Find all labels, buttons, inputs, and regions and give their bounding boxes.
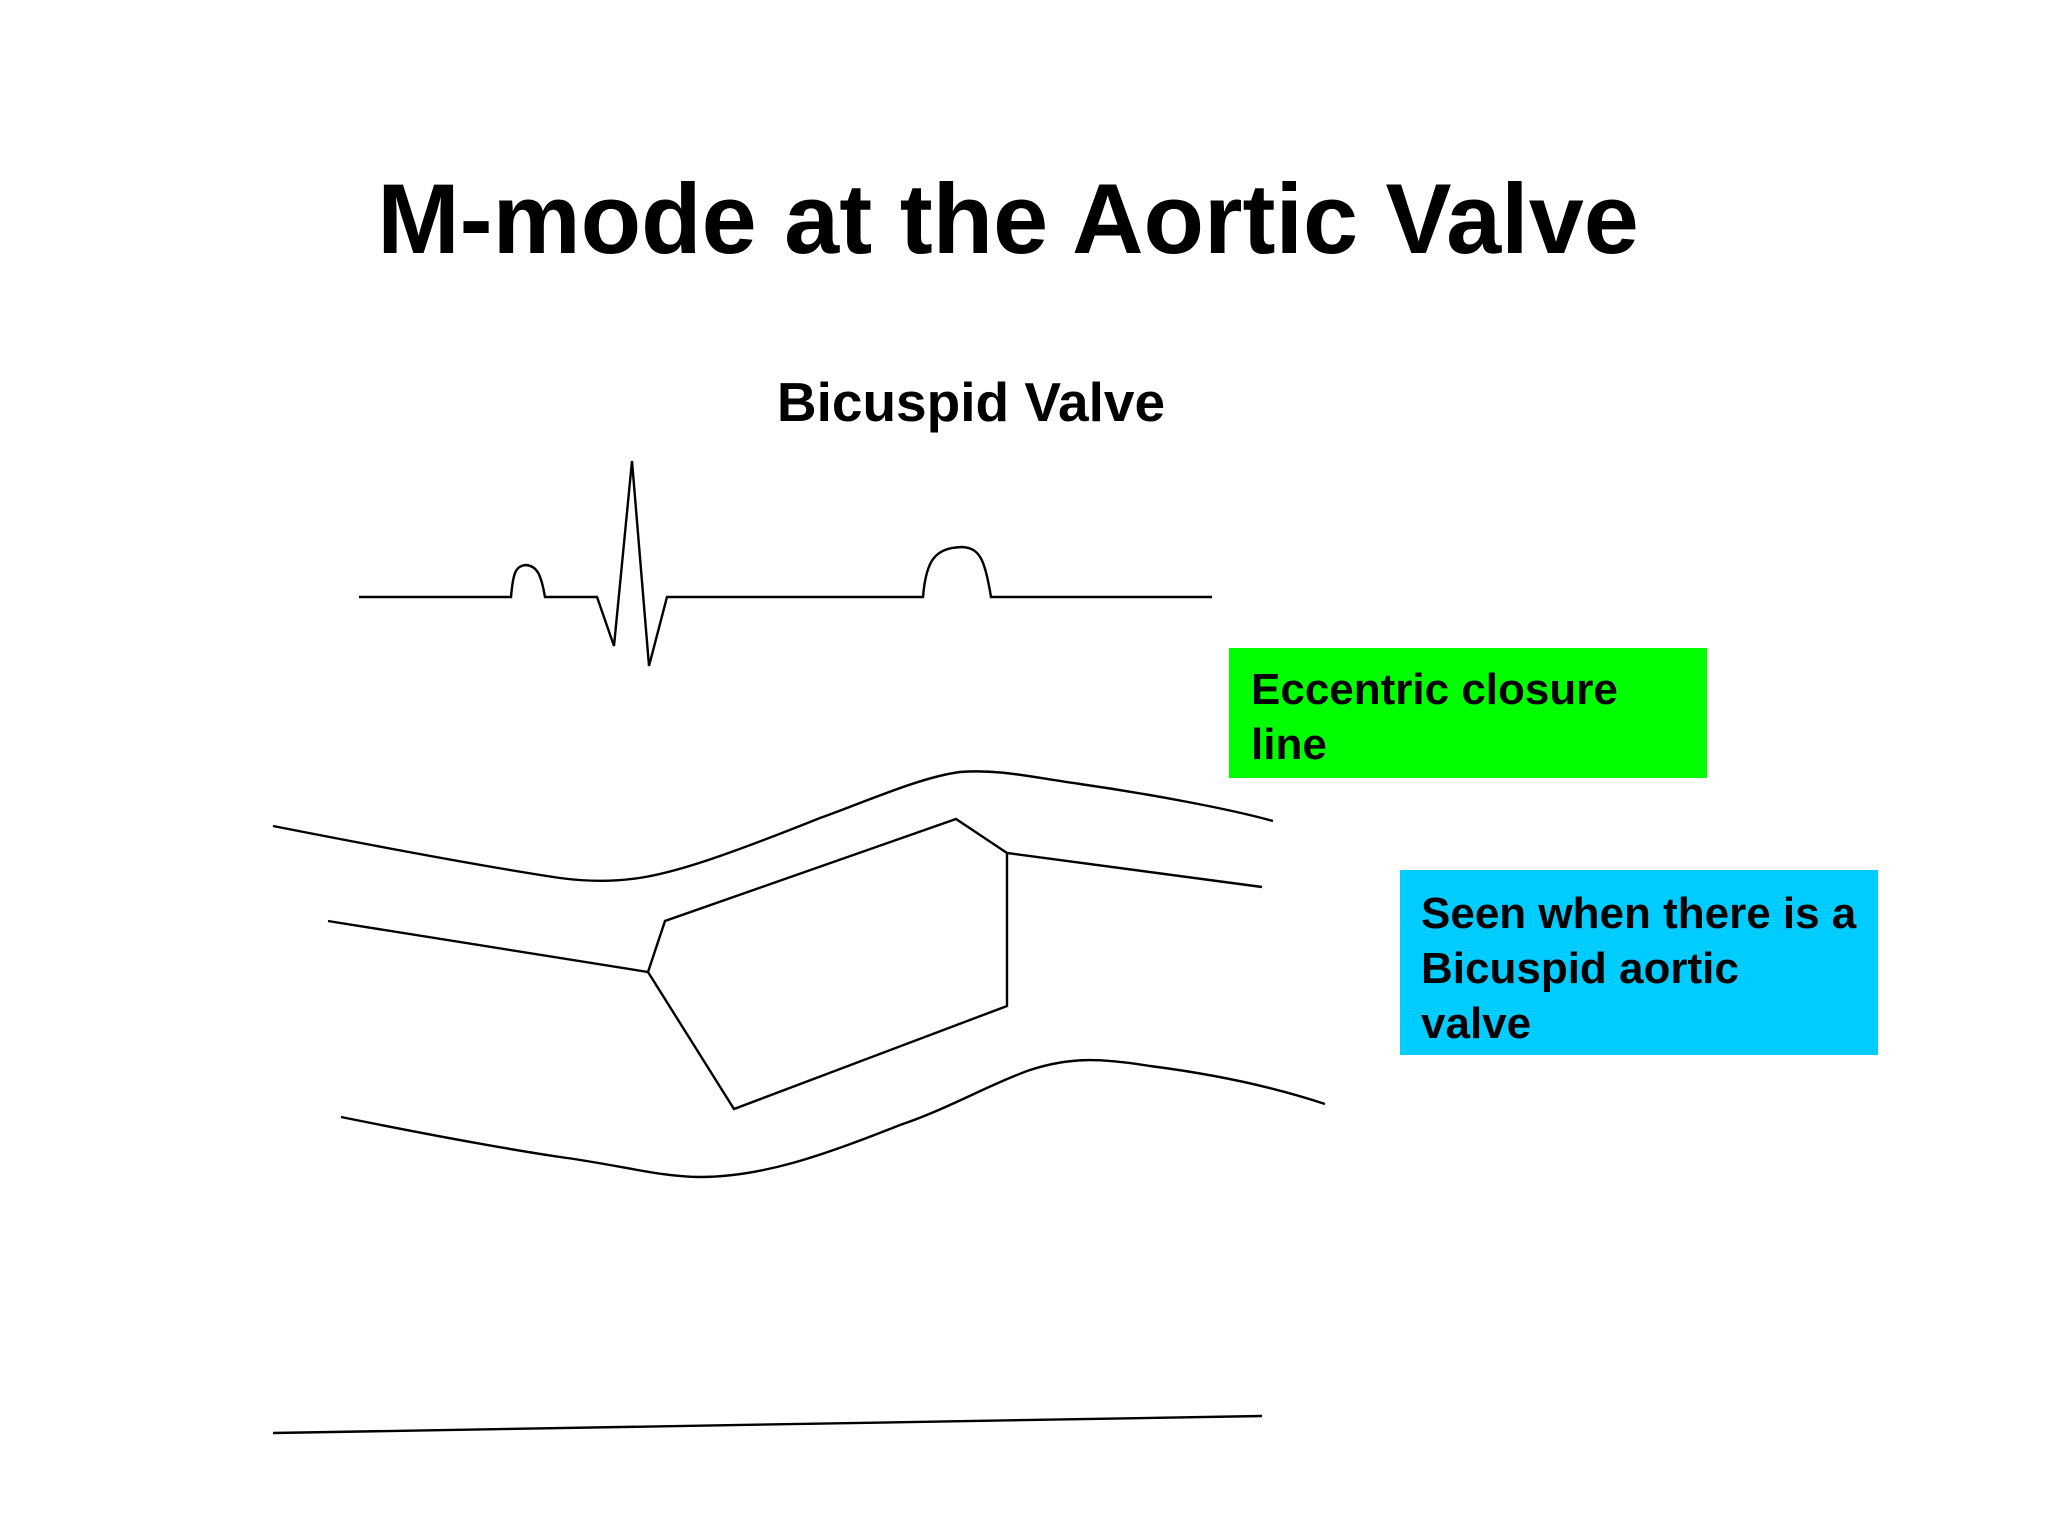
ecg-trace — [359, 460, 1212, 667]
slide-title: M-mode at the Aortic Valve — [377, 163, 1639, 274]
callout-bicuspid-note-text: Seen when there is a Bicuspid aortic val… — [1421, 889, 1857, 1048]
anterior-valve-cusp — [327, 817, 1263, 974]
callout-eccentric-closure: Eccentric closure line — [1229, 648, 1707, 778]
posterior-aortic-wall — [340, 1058, 1326, 1179]
diagram-subtitle: Bicuspid Valve — [776, 371, 1166, 433]
callout-bicuspid-note: Seen when there is a Bicuspid aortic val… — [1400, 870, 1878, 1055]
callout-eccentric-closure-text: Eccentric closure line — [1251, 665, 1618, 769]
posterior-valve-cusp — [646, 853, 1009, 1111]
anterior-aortic-wall — [272, 770, 1274, 883]
baseline — [272, 1414, 1263, 1435]
